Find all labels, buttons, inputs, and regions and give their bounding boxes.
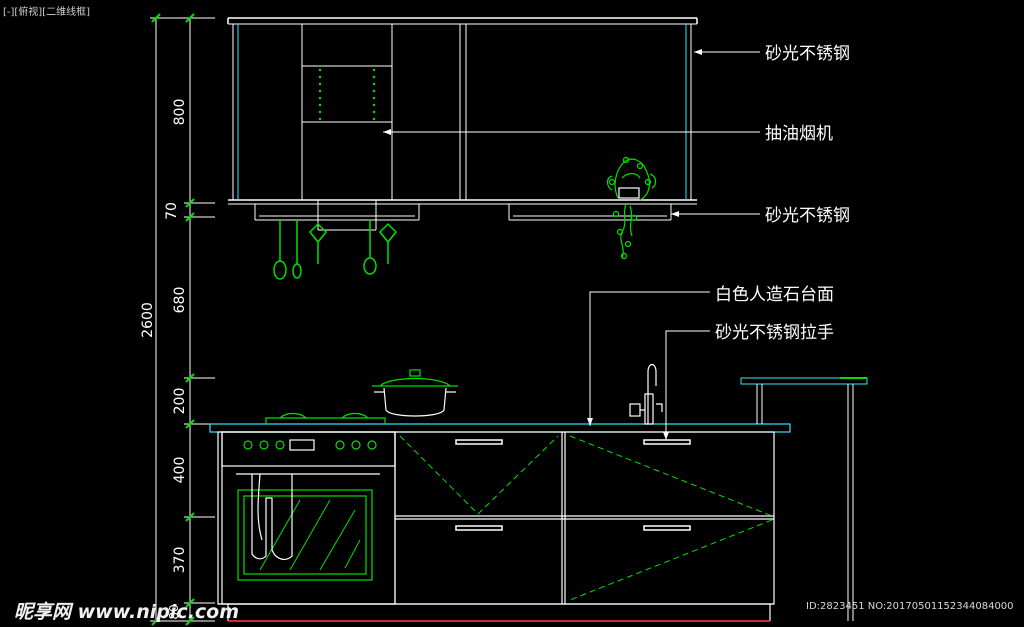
hood-vent-dots bbox=[318, 68, 376, 121]
dim-370: 370 bbox=[172, 547, 188, 574]
hanging-utensils bbox=[273, 220, 398, 280]
oven bbox=[221, 431, 396, 581]
dim-200: 200 bbox=[172, 388, 188, 415]
dim-400: 400 bbox=[172, 457, 188, 484]
drawer-handles bbox=[455, 439, 691, 531]
viewport-label[interactable]: [-][俯视][二维线框] bbox=[3, 7, 91, 18]
sink-faucet bbox=[629, 363, 663, 425]
callout-handle: 砂光不锈钢拉手 bbox=[715, 323, 834, 343]
bar-counter bbox=[740, 377, 868, 621]
callout-upper-cabinet: 砂光不锈钢 bbox=[765, 44, 850, 64]
cooktop bbox=[265, 412, 386, 424]
callout-range-hood: 抽油烟机 bbox=[765, 124, 833, 144]
watermark-logo: 昵享网 www.nipic.com bbox=[14, 601, 240, 623]
oven-knobs bbox=[243, 440, 377, 450]
leader-lines bbox=[383, 51, 760, 440]
towel bbox=[251, 473, 293, 560]
dim-680: 680 bbox=[172, 287, 188, 314]
countertop bbox=[209, 423, 791, 433]
hanging-rail-right bbox=[508, 204, 672, 221]
callout-countertop: 白色人造石台面 bbox=[715, 285, 834, 305]
dim-80: 80 bbox=[167, 604, 181, 619]
watermark-id: ID:2823451 NO:20170501152344084000 bbox=[806, 601, 1014, 612]
range-hood bbox=[301, 23, 393, 231]
dimension-ticks bbox=[151, 13, 195, 626]
dim-70: 70 bbox=[164, 202, 180, 220]
leader-arrows bbox=[383, 49, 702, 440]
upper-cabinet bbox=[227, 17, 698, 205]
dim-total: 2600 bbox=[140, 302, 156, 338]
dim-800: 800 bbox=[172, 99, 188, 126]
callout-hanging-rail: 砂光不锈钢 bbox=[765, 206, 850, 226]
potted-plant bbox=[606, 156, 657, 260]
hanging-rail-left bbox=[254, 204, 420, 221]
door-swing-lines bbox=[399, 435, 773, 601]
cooking-pot bbox=[372, 369, 458, 417]
oven-glass-hatch bbox=[259, 499, 361, 571]
